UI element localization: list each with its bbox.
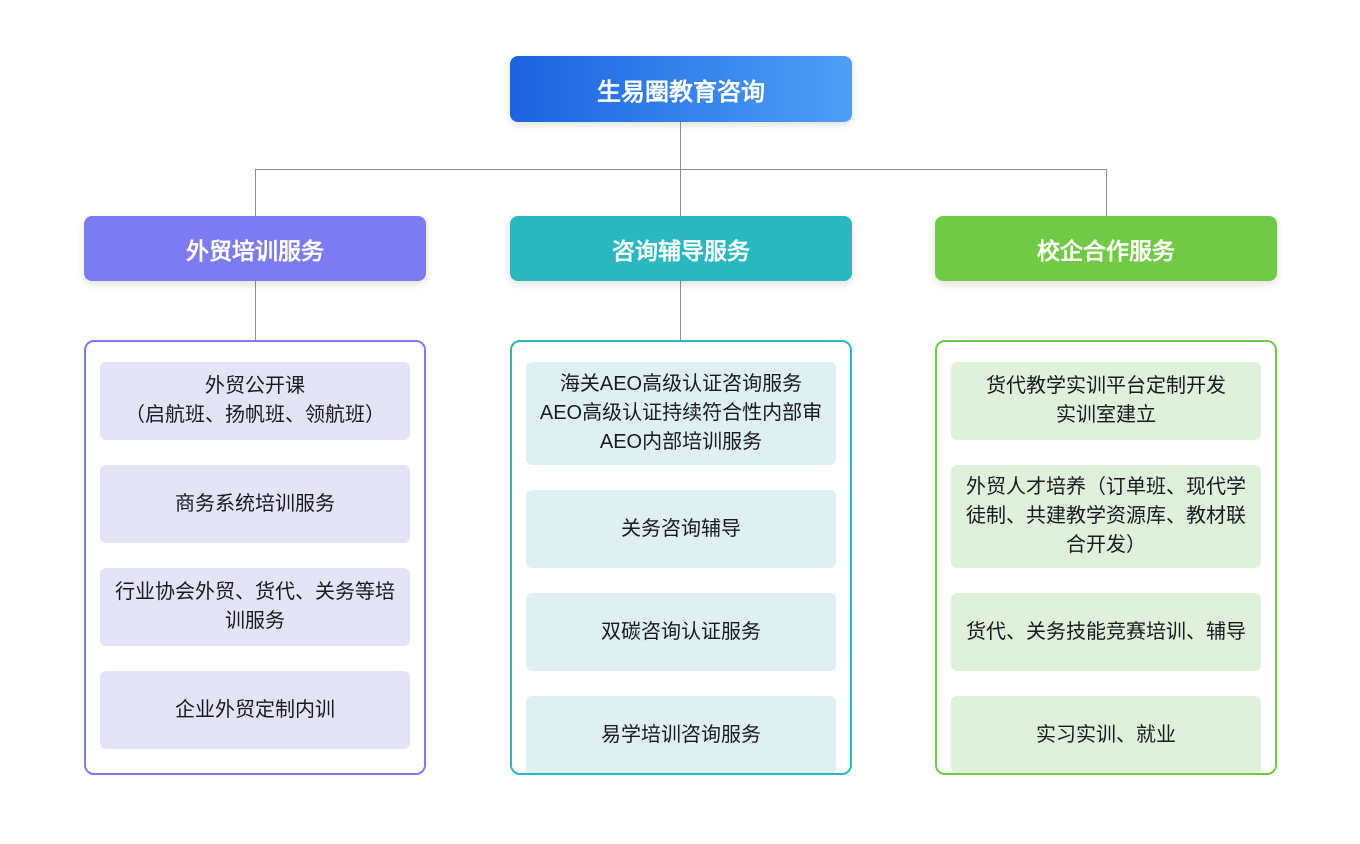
connector-branch1-container [255,281,256,340]
connector-horizontal [255,169,1107,170]
branch3-items-container: 货代教学实训平台定制开发 实训室建立 外贸人才培养（订单班、现代学 徒制、共建教… [935,340,1277,775]
branch-header-school-enterprise: 校企合作服务 [935,216,1277,281]
leaf-node: 企业外贸定制内训 [100,671,410,749]
branch-header-foreign-trade-training: 外贸培训服务 [84,216,426,281]
branch-header-consulting-tutoring: 咨询辅导服务 [510,216,852,281]
connector-root-vertical [680,122,681,169]
leaf-node: 货代、关务技能竞赛培训、辅导 [951,593,1261,671]
leaf-node: 外贸人才培养（订单班、现代学 徒制、共建教学资源库、教材联 合开发） [951,465,1261,568]
leaf-node: 商务系统培训服务 [100,465,410,543]
leaf-node: 实习实训、就业 [951,696,1261,773]
leaf-node: 行业协会外贸、货代、关务等培 训服务 [100,568,410,646]
connector-branch1-drop [255,170,256,216]
leaf-node: 外贸公开课 （启航班、扬帆班、领航班） [100,362,410,440]
leaf-node: 关务咨询辅导 [526,490,836,568]
branch1-items-container: 外贸公开课 （启航班、扬帆班、领航班） 商务系统培训服务 行业协会外贸、货代、关… [84,340,426,775]
connector-branch2-container [680,281,681,340]
leaf-node: 货代教学实训平台定制开发 实训室建立 [951,362,1261,440]
leaf-node: 双碳咨询认证服务 [526,593,836,671]
connector-branch3-drop [1106,170,1107,216]
leaf-node: 易学培训咨询服务 [526,696,836,773]
branch2-items-container: 海关AEO高级认证咨询服务 AEO高级认证持续符合性内部审 AEO内部培训服务 … [510,340,852,775]
connector-branch2-drop [680,170,681,216]
leaf-node: 海关AEO高级认证咨询服务 AEO高级认证持续符合性内部审 AEO内部培训服务 [526,362,836,465]
root-node: 生易圈教育咨询 [510,56,852,122]
